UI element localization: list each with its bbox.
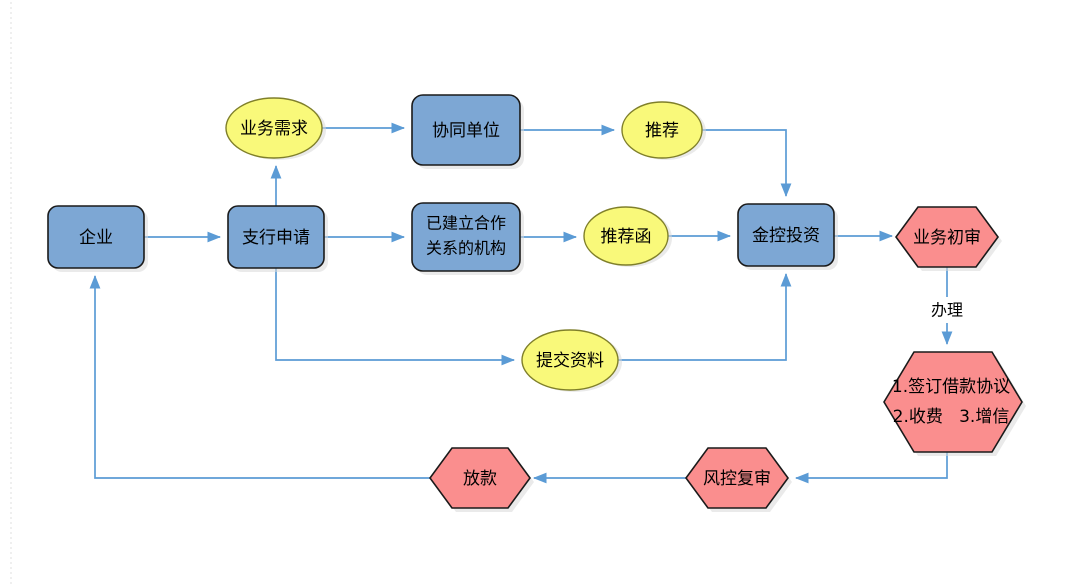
node-hezuo-jigou[interactable]: 已建立合作 关系的机构: [411, 202, 524, 275]
node-hezuo-jigou-label-line1: 已建立合作: [426, 214, 506, 233]
node-zhihang-shenqing[interactable]: 支行申请: [227, 205, 328, 272]
node-yewu-chushen[interactable]: 业务初审: [895, 206, 1002, 271]
node-qiye-label: 企业: [79, 228, 113, 248]
node-yewu-xuqiu-label: 业务需求: [240, 119, 308, 139]
connectors-layer: [89, 122, 953, 484]
node-jinkong-shape: [737, 203, 835, 267]
node-yewu-xuqiu[interactable]: 业务需求: [225, 97, 326, 160]
nodes-layer: 企业 支行申请 业务需求 协同单位 推荐: [47, 94, 1026, 512]
node-jinkong-label: 金控投资: [752, 226, 820, 246]
node-fangkuan-label: 放款: [463, 469, 497, 489]
node-qianding-xieyi-label-line1: 1.签订借款协议: [892, 377, 1010, 397]
node-tuijianhan-shape: [583, 206, 669, 266]
node-qianding-xieyi-label-line2: 2.收费 3.增信: [893, 407, 1010, 427]
node-qianding-xieyi[interactable]: 1.签订借款协议 2.收费 3.增信: [883, 351, 1026, 456]
node-fengkong-fushen-label: 风控复审: [703, 469, 771, 489]
node-qiye-shape: [47, 205, 145, 269]
node-qiye[interactable]: 企业: [47, 205, 148, 272]
node-tijiao-ziliao-shape: [521, 329, 619, 391]
edge-fangkuan-to-qiye: [89, 274, 430, 479]
node-tuijian-shape: [621, 101, 703, 159]
edge-label-banli: 办理: [931, 301, 963, 320]
node-xietong-danwei[interactable]: 协同单位: [411, 94, 524, 169]
node-tijiao-ziliao[interactable]: 提交资料: [521, 329, 622, 392]
node-fengkong-fushen[interactable]: 风控复审: [685, 447, 792, 512]
edge-xieyi-to-fengkong: [794, 452, 948, 484]
node-fangkuan[interactable]: 放款: [429, 447, 534, 512]
edge-labels-layer: 办理: [922, 297, 974, 323]
node-hezuo-jigou-label-line2: 关系的机构: [426, 239, 506, 258]
node-yewu-chushen-shape: [895, 206, 999, 268]
node-zhihang-shape: [227, 205, 325, 269]
node-jinkong-touzi[interactable]: 金控投资: [737, 203, 838, 270]
node-yewu-chushen-label: 业务初审: [913, 228, 981, 248]
node-xietong-label: 协同单位: [432, 121, 500, 141]
edge-tuijian-to-jinkong: [702, 129, 792, 198]
node-fangkuan-shape: [429, 447, 531, 509]
node-hezuo-jigou-shape: [411, 202, 521, 272]
edge-tijiaoziliao-to-jinkong: [618, 272, 792, 361]
node-tuijianhan-label: 推荐函: [601, 227, 652, 247]
edge-zhihang-to-tijiaoziliao: [275, 268, 516, 366]
node-tuijian-label: 推荐: [645, 121, 679, 141]
node-tijiao-ziliao-label: 提交资料: [536, 351, 604, 371]
node-tuijian[interactable]: 推荐: [621, 101, 706, 160]
node-xietong-shape: [411, 94, 521, 166]
node-tuijianhan[interactable]: 推荐函: [583, 206, 672, 267]
node-qianding-xieyi-shape: [883, 351, 1023, 453]
node-yewu-xuqiu-shape: [225, 97, 323, 159]
node-zhihang-label: 支行申请: [242, 228, 310, 248]
edge-label-banli-backing: [922, 297, 974, 323]
node-fengkong-fushen-shape: [685, 447, 789, 509]
